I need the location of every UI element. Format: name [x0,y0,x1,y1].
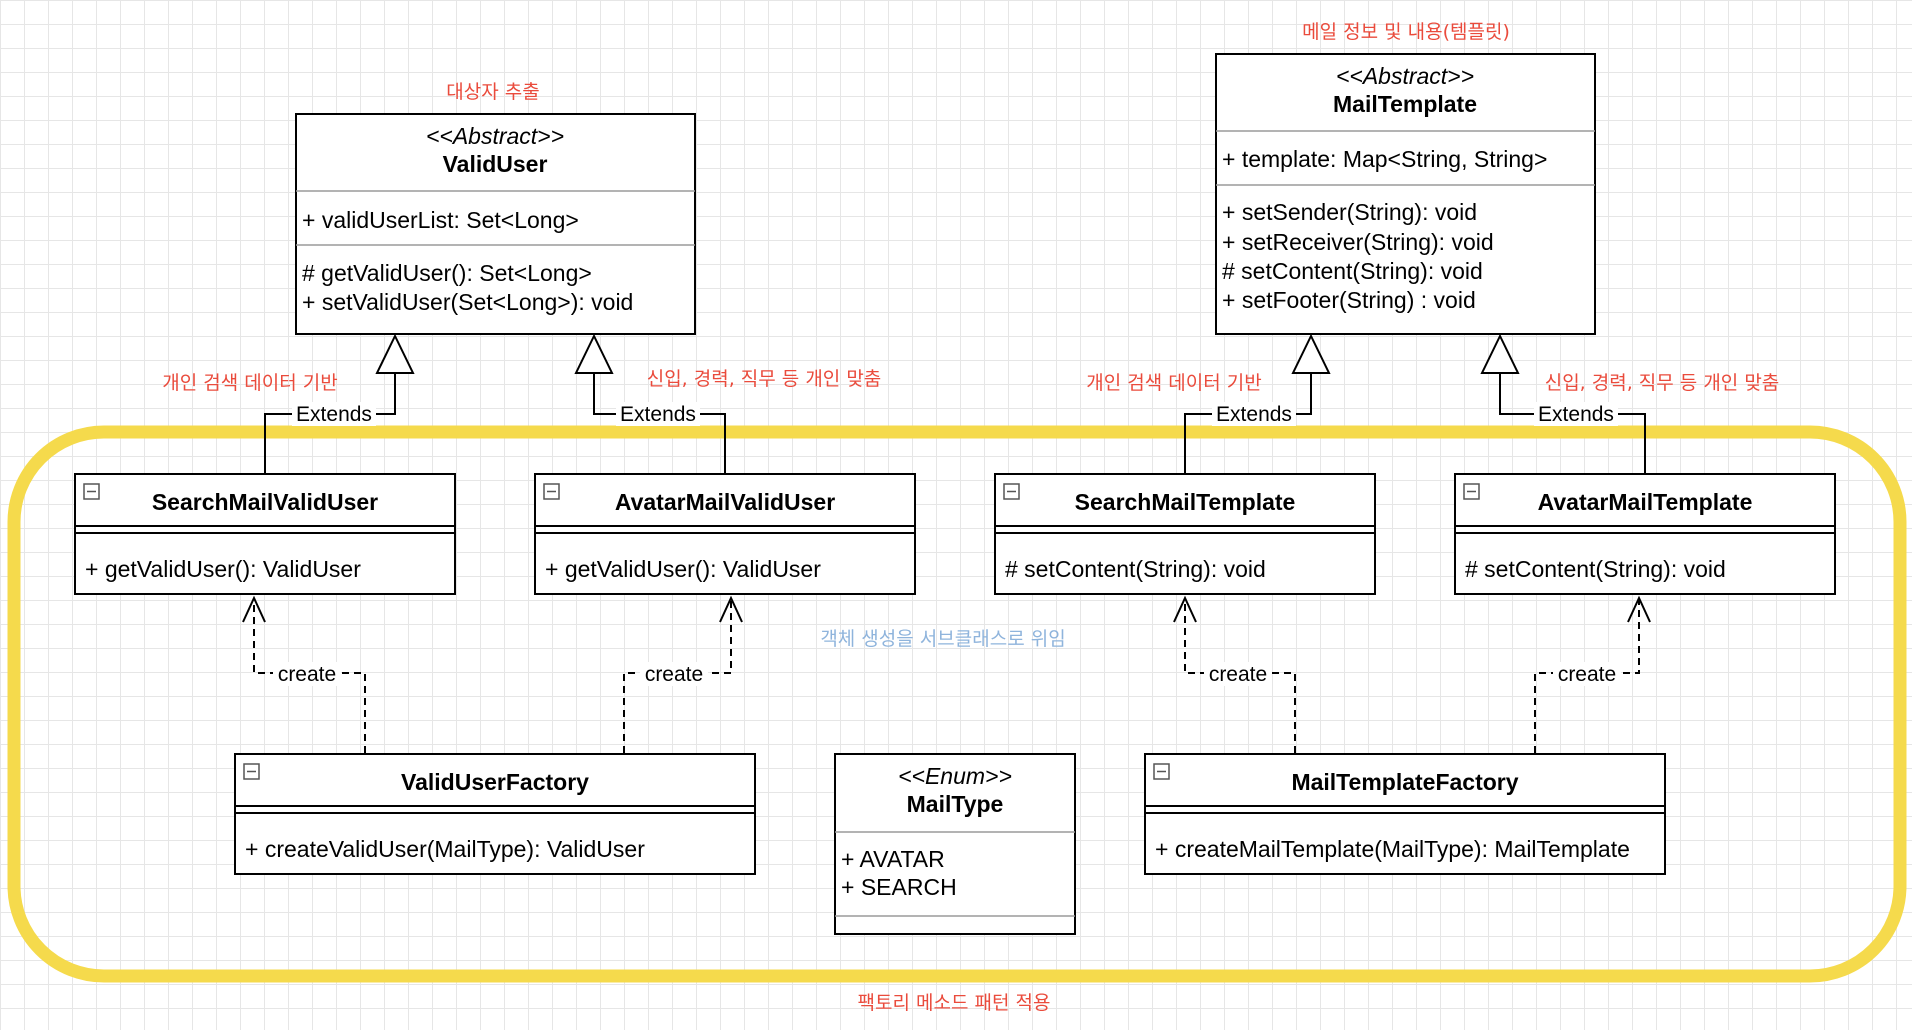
note-factory-method: 팩토리 메소드 패턴 적용 [858,992,1051,1014]
class-search-mail-valid-user[interactable]: SearchMailValidUser + getValidUser(): Va… [74,473,456,595]
note-search-basis-left: 개인 검색 데이터 기반 [162,372,337,394]
create-avatar-valid-user: create [623,595,743,753]
class-valid-user[interactable]: <<Abstract>> ValidUser + validUserList: … [295,113,696,335]
class-method: # setContent(String): void [1465,556,1726,582]
class-mail-template[interactable]: <<Abstract>> MailTemplate + template: Ma… [1215,53,1596,335]
class-name: SearchMailTemplate [1075,489,1296,515]
class-name: SearchMailValidUser [152,489,378,515]
class-method: + setValidUser(Set<Long>): void [302,289,633,315]
class-stereotype: <<Abstract>> [426,123,564,149]
class-method: + setFooter(String) : void [1222,287,1476,313]
class-method: + getValidUser(): ValidUser [85,556,361,582]
create-label: create [278,663,336,686]
enum-stereotype: <<Enum>> [898,763,1012,789]
extends-label: Extends [296,403,372,426]
note-custom-left: 신입, 경력, 직무 등 개인 맞춤 [647,368,882,390]
inheritance-arrowhead [1291,333,1331,374]
inheritance-arrowhead [375,333,415,374]
create-label: create [1558,663,1616,686]
class-name: MailTemplate [1333,91,1477,117]
class-attribute: + validUserList: Set<Long> [302,207,579,233]
class-method: + createMailTemplate(MailType): MailTemp… [1155,836,1630,862]
class-method: # setContent(String): void [1005,556,1266,582]
class-mail-template-factory[interactable]: MailTemplateFactory + createMailTemplate… [1144,753,1666,875]
extends-label: Extends [1538,403,1614,426]
class-name: AvatarMailValidUser [615,489,835,515]
create-label: create [1209,663,1267,686]
extends-avatar-valid-user: Extends [574,333,726,474]
inheritance-arrowhead [574,333,614,374]
extends-label: Extends [620,403,696,426]
class-method: + setReceiver(String): void [1222,229,1494,255]
class-name: ValidUser [443,151,548,177]
class-name: ValidUserFactory [401,769,589,795]
class-avatar-mail-valid-user[interactable]: AvatarMailValidUser + getValidUser(): Va… [534,473,916,595]
class-method: # getValidUser(): Set<Long> [302,260,592,286]
create-avatar-mail-template: create [1534,595,1651,753]
extends-label: Extends [1216,403,1292,426]
class-attribute: + template: Map<String, String> [1222,146,1547,172]
factory-group-highlight [7,425,1907,983]
extends-search-valid-user: Extends [264,333,415,474]
enum-name: MailType [907,791,1004,817]
enum-value: + AVATAR [841,846,945,872]
create-search-valid-user: create [242,595,366,753]
enum-value: + SEARCH [841,874,957,900]
enum-mail-type[interactable]: <<Enum>> MailType + AVATAR + SEARCH [834,753,1076,935]
class-avatar-mail-template[interactable]: AvatarMailTemplate # setContent(String):… [1454,473,1836,595]
note-delegation: 객체 생성을 서브클래스로 위임 [820,628,1065,650]
class-method: + createValidUser(MailType): ValidUser [245,836,645,862]
class-name: MailTemplateFactory [1291,769,1518,795]
extends-avatar-mail-template: Extends [1480,333,1646,474]
class-stereotype: <<Abstract>> [1336,63,1474,89]
extends-search-mail-template: Extends [1184,333,1331,474]
class-name: AvatarMailTemplate [1538,489,1753,515]
note-target-extraction: 대상자 추출 [446,81,539,103]
create-label: create [645,663,703,686]
class-method: + getValidUser(): ValidUser [545,556,821,582]
inheritance-arrowhead [1480,333,1520,374]
class-method: # setContent(String): void [1222,258,1483,284]
note-search-basis-right: 개인 검색 데이터 기반 [1086,372,1261,394]
class-method: + setSender(String): void [1222,199,1477,225]
create-search-mail-template: create [1173,595,1296,753]
note-mail-info-template: 메일 정보 및 내용(템플릿) [1302,21,1510,43]
class-search-mail-template[interactable]: SearchMailTemplate # setContent(String):… [994,473,1376,595]
note-custom-right: 신입, 경력, 직무 등 개인 맞춤 [1545,372,1780,394]
class-valid-user-factory[interactable]: ValidUserFactory + createValidUser(MailT… [234,753,756,875]
